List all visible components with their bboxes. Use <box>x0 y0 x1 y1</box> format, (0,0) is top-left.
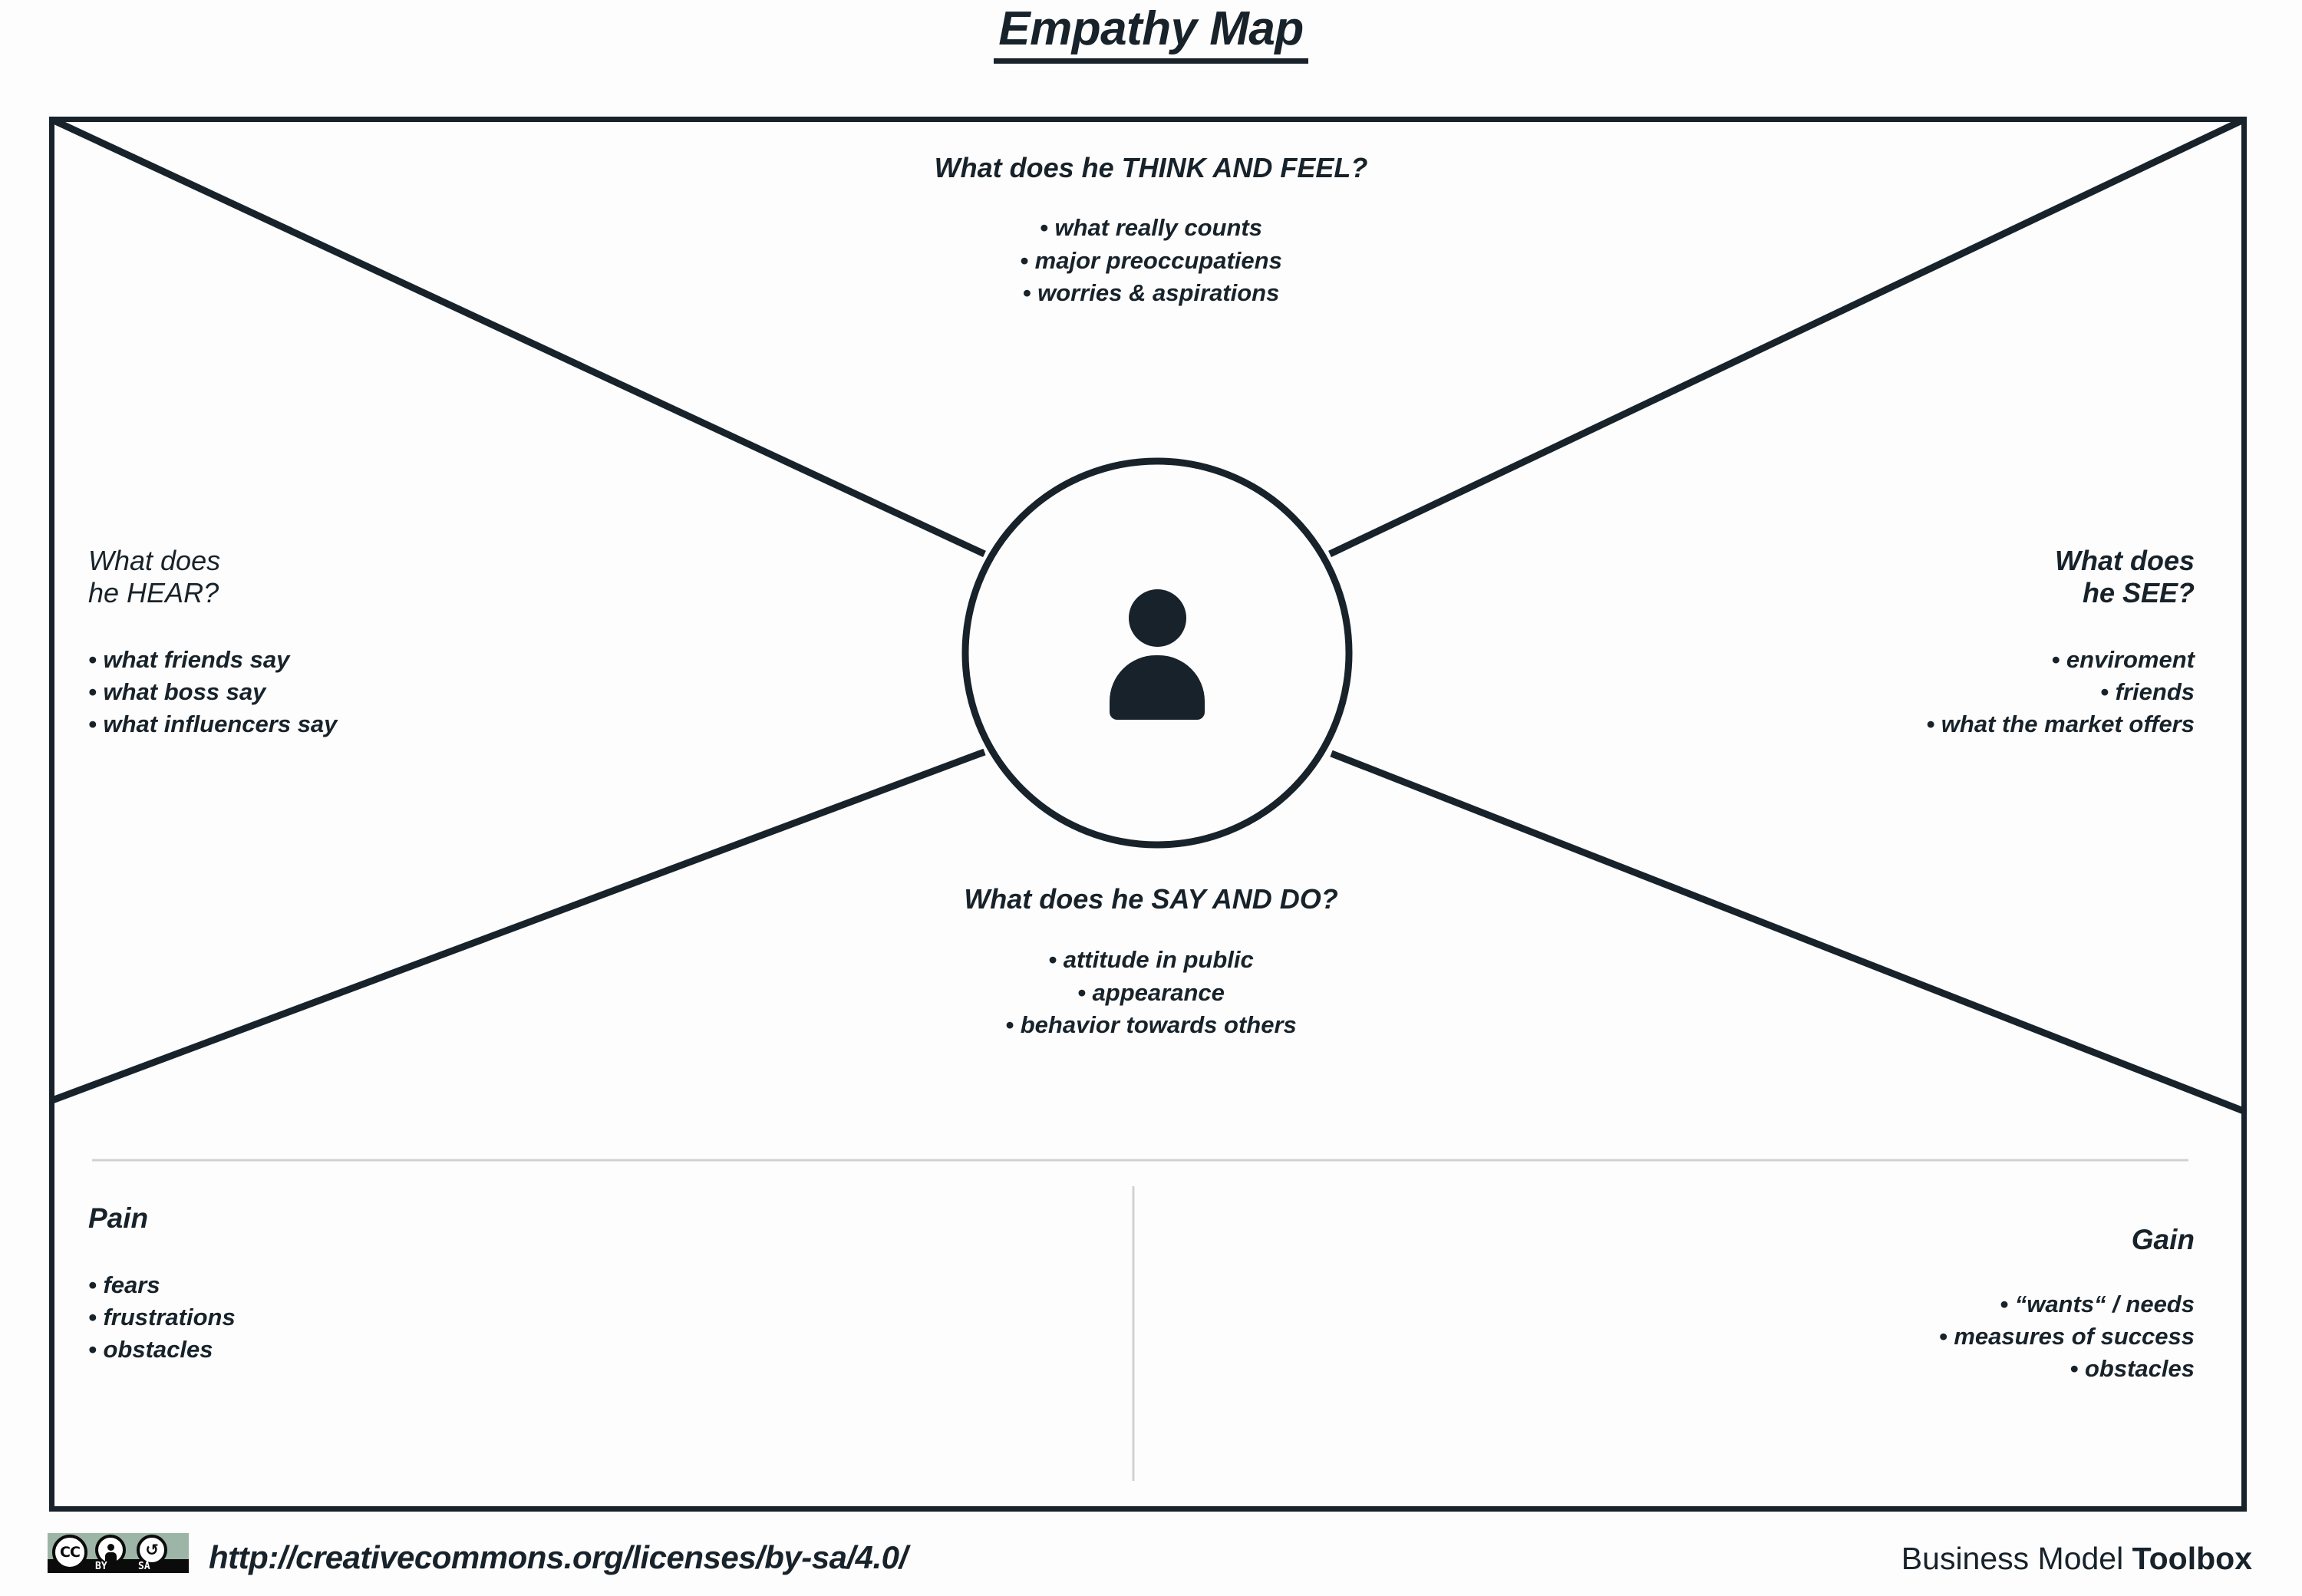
list-item: • major preoccupatiens <box>1020 246 1282 274</box>
section-pain: Pain • fears • frustrations • obstacles <box>88 1202 932 1366</box>
section-gain: Gain • “wants“ / needs • measures of suc… <box>1381 1224 2195 1385</box>
think-and-feel-heading: What does he THINK AND FEEL? <box>934 152 1368 183</box>
share-alike-icon: ↺ <box>137 1535 167 1565</box>
brand-logo: Business Model Toolbox <box>1901 1541 2252 1577</box>
creative-commons-badge-icon: CC ↺ BY SA <box>48 1533 189 1573</box>
brand-regular-text: Business Model <box>1901 1541 2132 1576</box>
list-item: • what friends say <box>88 645 290 673</box>
attribution-person-icon <box>95 1535 126 1565</box>
pain-bullets: • fears • frustrations • obstacles <box>88 1269 932 1366</box>
say-and-do-bullets: • attitude in public • appearance • beha… <box>691 944 1611 1040</box>
person-head-shape <box>1129 589 1186 647</box>
badge-sa-label: SA <box>138 1561 150 1572</box>
say-and-do-heading: What does he SAY AND DO? <box>964 883 1338 915</box>
list-item: • frustrations <box>88 1304 236 1331</box>
quadrant-hear: What does he HEAR? • what friends say • … <box>88 545 671 740</box>
person-body-shape <box>1110 655 1205 720</box>
list-item: • obstacles <box>2069 1355 2195 1383</box>
list-item: • appearance <box>1077 978 1225 1006</box>
person-icon <box>1103 589 1211 720</box>
brand-bold-text: Toolbox <box>2132 1541 2252 1576</box>
list-item: • what influencers say <box>88 711 338 738</box>
see-heading: What does he SEE? <box>2054 545 2195 609</box>
hear-heading: What does he HEAR? <box>88 545 221 609</box>
list-item: • enviroment <box>2051 645 2195 673</box>
pain-heading: Pain <box>88 1202 149 1234</box>
quadrant-see: What does he SEE? • enviroment • friends… <box>1573 545 2195 740</box>
badge-by-label: BY <box>95 1561 107 1572</box>
list-item: • worries & aspirations <box>1022 279 1280 306</box>
list-item: • behavior towards others <box>1005 1011 1297 1038</box>
list-item: • measures of success <box>1938 1323 2195 1350</box>
list-item: • “wants“ / needs <box>2000 1291 2195 1317</box>
person-glyph <box>104 1543 117 1564</box>
page-title: Empathy Map <box>0 2 2302 64</box>
list-item: • friends <box>2100 678 2195 706</box>
quadrant-say-and-do: What does he SAY AND DO? • attitude in p… <box>691 883 1611 1041</box>
think-and-feel-bullets: • what really counts • major preoccupati… <box>691 212 1611 308</box>
list-item: • attitude in public <box>1048 946 1254 974</box>
see-bullets: • enviroment • friends • what the market… <box>1573 644 2195 740</box>
list-item: • what boss say <box>88 678 266 706</box>
page-title-text: Empathy Map <box>994 2 1308 64</box>
list-item: • what the market offers <box>1926 711 2195 738</box>
quadrant-think-and-feel: What does he THINK AND FEEL? • what real… <box>691 152 1611 309</box>
list-item: • what really counts <box>1040 214 1262 242</box>
hear-bullets: • what friends say • what boss say • wha… <box>88 644 671 740</box>
gain-bullets: • “wants“ / needs • measures of success … <box>1381 1288 2195 1385</box>
gain-heading: Gain <box>2131 1224 2195 1255</box>
cc-icon: CC <box>52 1535 87 1570</box>
list-item: • obstacles <box>88 1336 213 1364</box>
license-url[interactable]: http://creativecommons.org/licenses/by-s… <box>209 1539 908 1575</box>
list-item: • fears <box>88 1271 160 1298</box>
